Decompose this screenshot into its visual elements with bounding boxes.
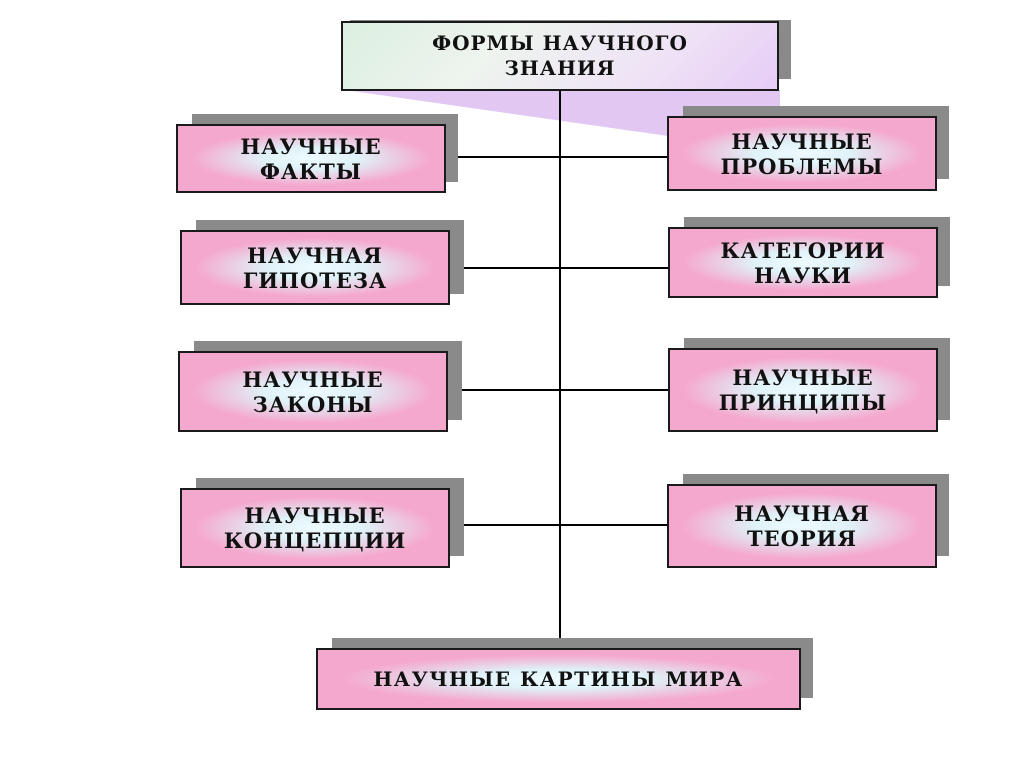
node-label: НАУЧНЫЕ ЗАКОНЫ [242,366,384,417]
node-label: КАТЕГОРИИ НАУКИ [720,237,886,288]
node-label: НАУЧНАЯ ГИПОТЕЗА [242,242,388,293]
node-label: НАУЧНЫЕ ПРИНЦИПЫ [718,365,888,415]
node-label: НАУЧНЫЕ ФАКТЫ [240,133,382,184]
root-label: ФОРМЫ НАУЧНОГО ЗНАНИЯ [432,31,688,80]
node-label: НАУЧНЫЕ ПРОБЛЕМЫ [720,128,884,179]
node-label: НАУЧНЫЕ КАРТИНЫ МИРА [373,666,744,691]
node-label: НАУЧНЫЕ КОНЦЕПЦИИ [223,503,407,553]
node-label: НАУЧНАЯ ТЕОРИЯ [734,501,870,551]
